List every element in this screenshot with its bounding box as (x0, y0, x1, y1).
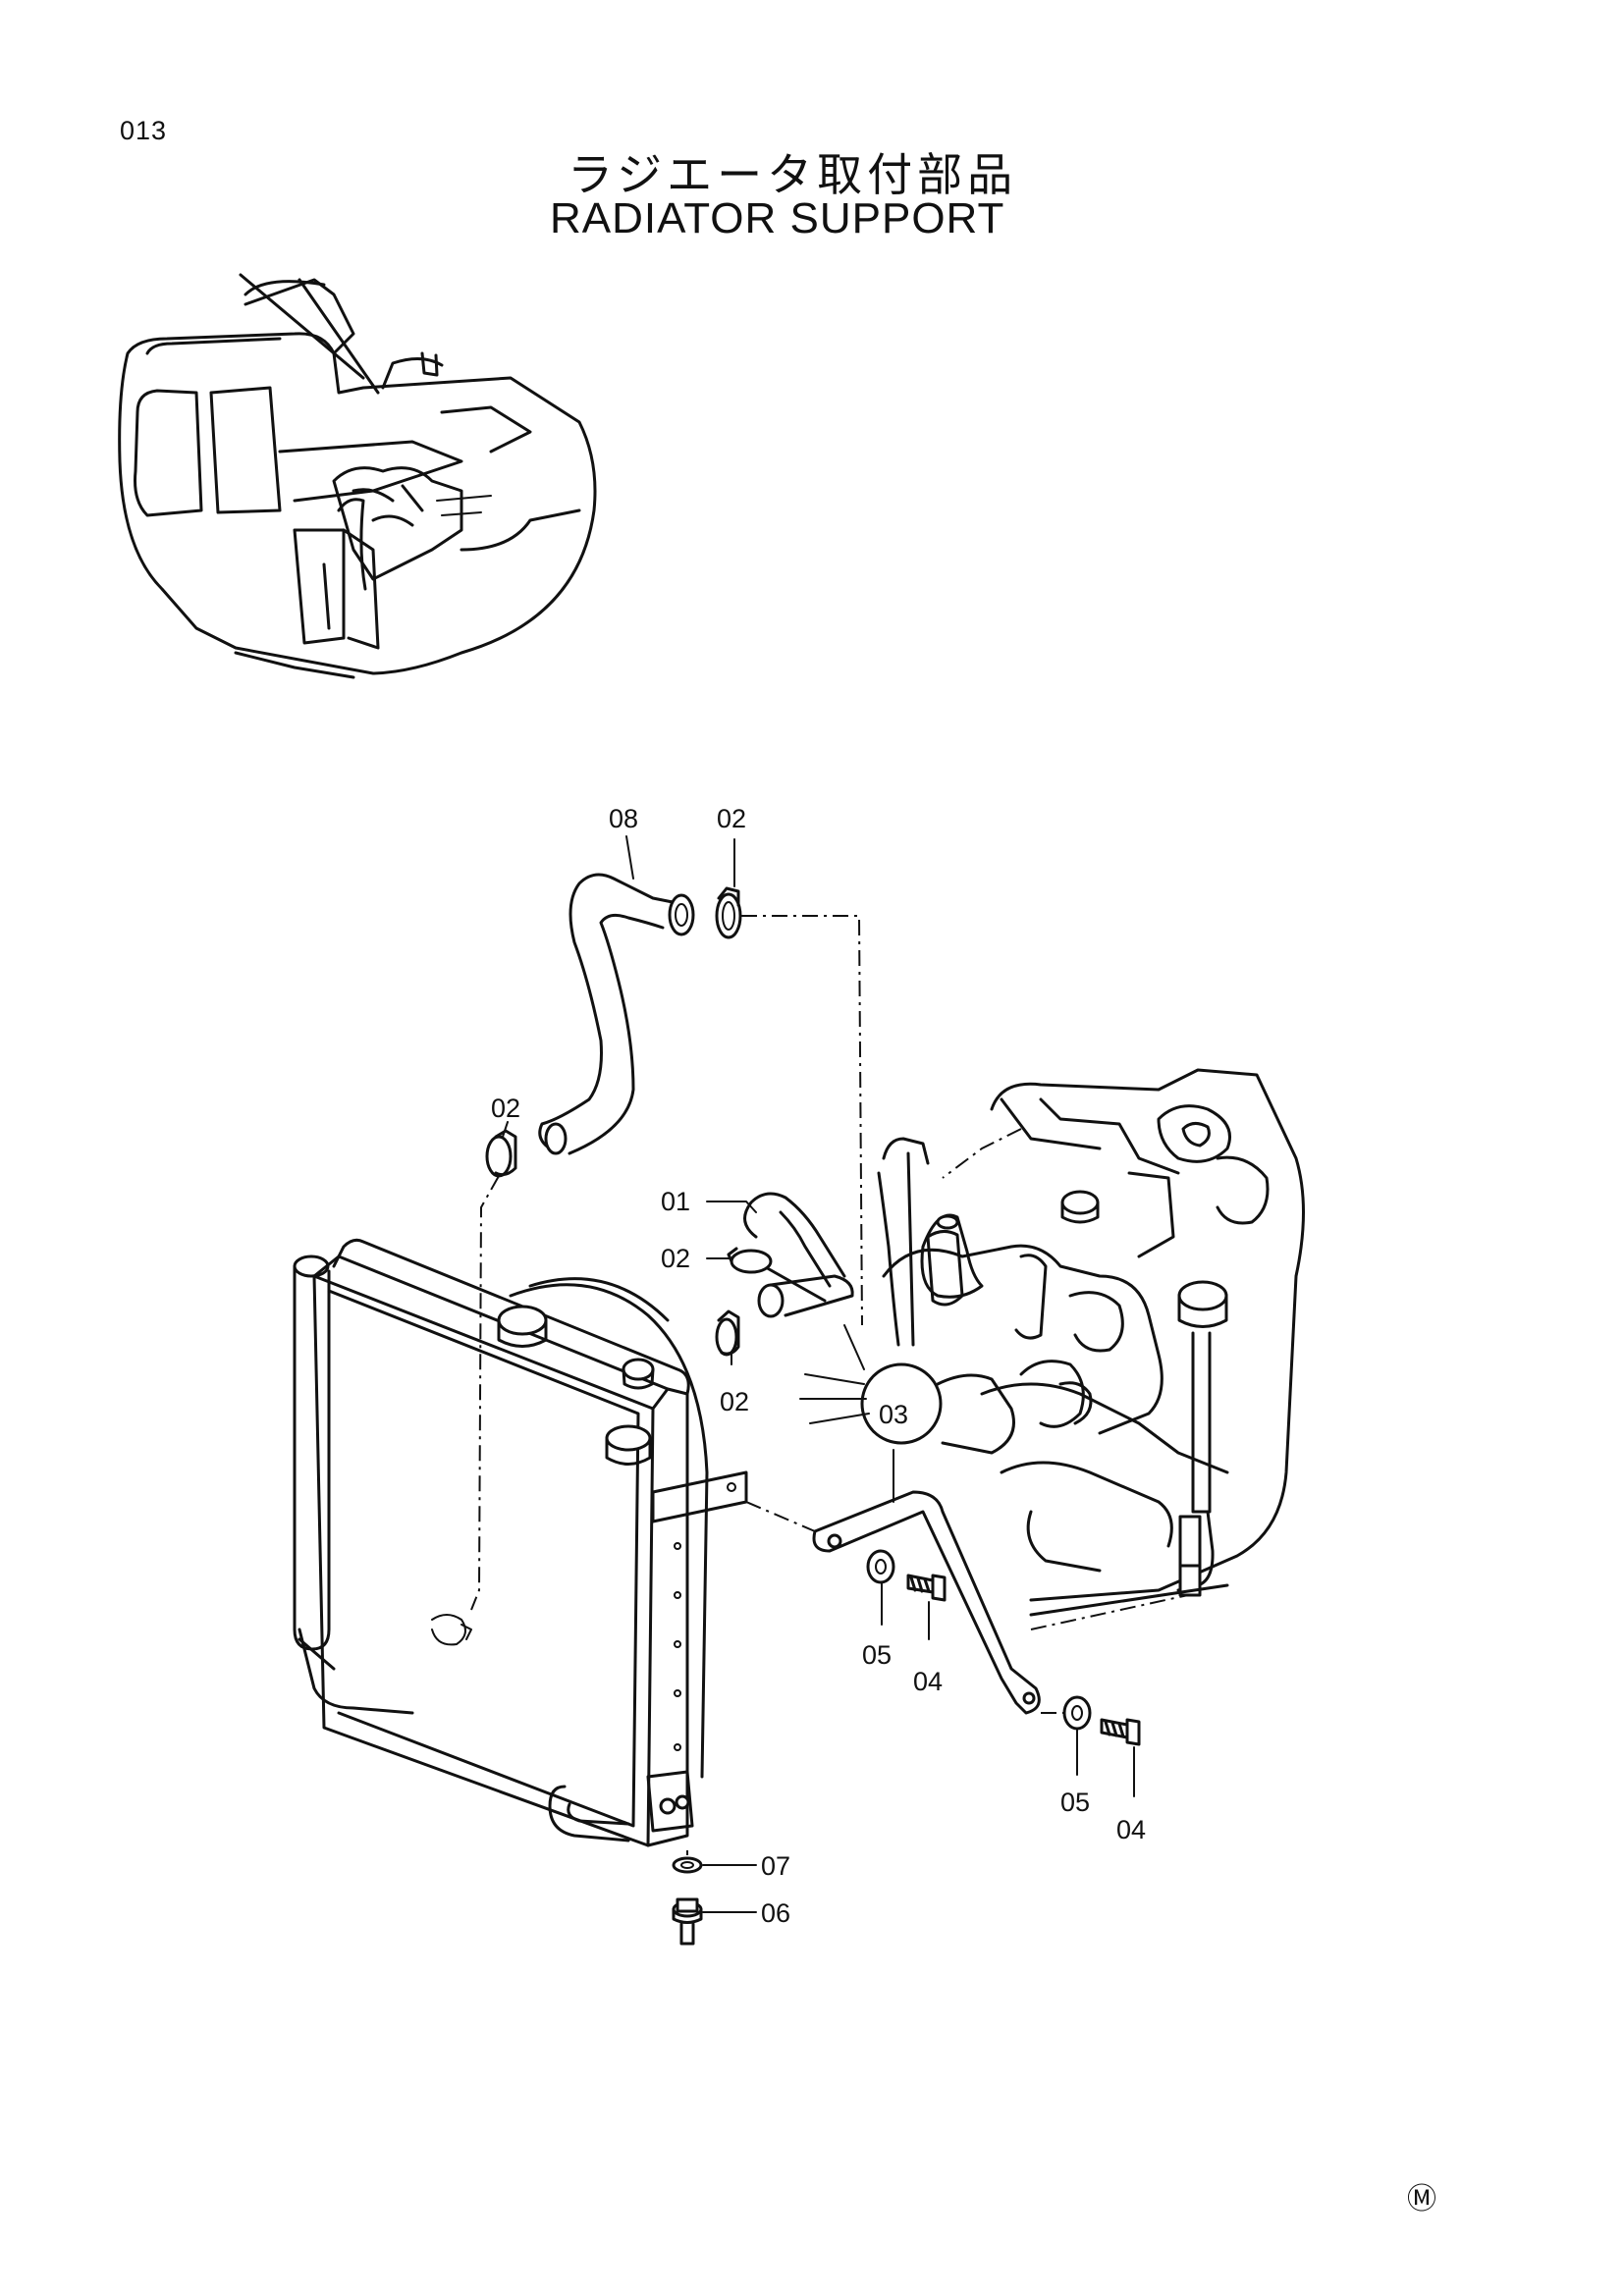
part-03-radiator-stay (812, 1490, 1041, 1715)
callout-01: 01 (661, 1187, 690, 1216)
callout-02-low: 02 (720, 1387, 749, 1416)
engine-block (799, 1068, 1305, 1630)
callout-leaders (502, 835, 1135, 1913)
callout-04-b: 04 (1116, 1815, 1146, 1844)
part-04-bolt-b (1100, 1718, 1141, 1746)
part-05-washer-a (866, 1549, 895, 1584)
callout-02-mid: 02 (661, 1244, 690, 1273)
manual-mark-symbol: Ⓜ (1407, 2182, 1436, 2216)
part-01-lower-hose (743, 1192, 854, 1318)
part-07-washer (672, 1856, 703, 1874)
part-08-upper-hose (538, 873, 695, 1155)
callout-02-top: 02 (717, 804, 746, 833)
assembly-leader-lines (470, 915, 1065, 1855)
part-02-clamp-top (715, 886, 742, 939)
excavator-location-inset (118, 273, 597, 679)
part-04-bolt-a (906, 1574, 947, 1602)
part-02-clamp-left (485, 1129, 517, 1178)
part-02-clamp-low (715, 1309, 740, 1357)
radiator-assembly (293, 1238, 748, 1847)
part-06-bolt (672, 1897, 703, 1946)
part-05-washer-b (1062, 1695, 1092, 1731)
page-number: 013 (120, 116, 168, 145)
page-title-japanese: ラジエータ取付部品 (568, 148, 1018, 201)
page-title-english: RADIATOR SUPPORT (550, 194, 1005, 242)
callout-08: 08 (609, 804, 638, 833)
callout-03: 03 (879, 1400, 908, 1429)
callout-06: 06 (761, 1898, 790, 1928)
part-02-clamp-mid (727, 1247, 773, 1274)
callout-05-b: 05 (1060, 1788, 1090, 1817)
callout-05-a: 05 (862, 1640, 892, 1670)
callout-07: 07 (761, 1851, 790, 1881)
callout-04-a: 04 (913, 1667, 943, 1696)
callout-02-left: 02 (491, 1094, 520, 1123)
